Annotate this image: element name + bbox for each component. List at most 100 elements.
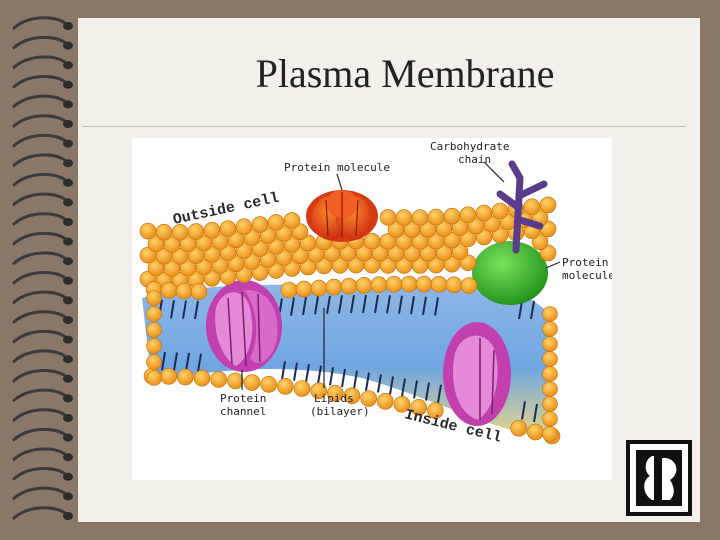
lipid-head bbox=[146, 370, 162, 386]
binding-hole bbox=[63, 492, 73, 501]
binding-ring bbox=[12, 427, 68, 442]
spiral-binding bbox=[12, 16, 73, 520]
lipid-heads bbox=[139, 196, 561, 445]
binding-ring bbox=[12, 153, 68, 167]
binding-ring bbox=[12, 447, 68, 461]
lipid-head bbox=[542, 396, 558, 412]
lipid-head bbox=[146, 306, 162, 322]
lipid-head bbox=[187, 223, 205, 240]
label-channel-line1: Protein bbox=[220, 392, 266, 405]
protein-molecule-red bbox=[306, 190, 378, 242]
lipid-head bbox=[451, 243, 469, 260]
binding-ring bbox=[12, 271, 68, 285]
protein-channel-left bbox=[206, 280, 282, 372]
lipid-head bbox=[430, 276, 448, 293]
binding-ring bbox=[12, 251, 68, 265]
binding-hole bbox=[63, 355, 73, 364]
binding-hole bbox=[63, 159, 73, 168]
lipid-head bbox=[203, 222, 221, 239]
binding-hole bbox=[63, 237, 73, 246]
lipid-head bbox=[193, 369, 211, 387]
binding-hole bbox=[63, 335, 73, 344]
lipid-head bbox=[542, 366, 558, 382]
lipid-head bbox=[210, 371, 227, 388]
lipid-head bbox=[251, 216, 269, 233]
lipid-head bbox=[235, 218, 253, 235]
binding-hole bbox=[63, 22, 73, 30]
binding-ring bbox=[12, 486, 68, 500]
binding-ring bbox=[12, 114, 68, 128]
lipid-head bbox=[343, 387, 361, 405]
lipid-head bbox=[393, 395, 411, 413]
binding-ring bbox=[12, 290, 68, 304]
binding-ring bbox=[12, 173, 68, 187]
lipid-head bbox=[542, 321, 558, 337]
lipid-head bbox=[355, 277, 373, 294]
binding-hole bbox=[63, 139, 73, 148]
lipid-head bbox=[360, 390, 377, 407]
lipid-head bbox=[411, 209, 429, 226]
binding-hole bbox=[63, 512, 73, 520]
binding-ring bbox=[12, 212, 68, 226]
lipid-head bbox=[190, 283, 208, 300]
lipid-head bbox=[539, 196, 557, 214]
lipid-head bbox=[410, 399, 427, 416]
label-protein-right-line1: Protein bbox=[562, 256, 608, 269]
lipid-head bbox=[243, 374, 261, 391]
membrane-illustration: Protein molecule Carbohydrate chain Outs… bbox=[139, 140, 615, 447]
lipid-head bbox=[139, 222, 157, 240]
label-protein-molecule-top: Protein molecule bbox=[284, 161, 390, 174]
lipid-head bbox=[277, 378, 294, 395]
lipid-head bbox=[310, 279, 328, 297]
lipid-head bbox=[385, 275, 403, 293]
binding-ring bbox=[12, 408, 68, 422]
lipid-head bbox=[523, 198, 541, 216]
lipid-head bbox=[427, 402, 444, 419]
lipid-head bbox=[542, 381, 558, 397]
lipid-head bbox=[160, 368, 177, 385]
lipid-head bbox=[377, 393, 394, 410]
lipid-head bbox=[395, 209, 413, 226]
binding-hole bbox=[63, 414, 73, 422]
label-carbohydrate-line2: chain bbox=[458, 153, 491, 166]
lipid-head bbox=[146, 290, 162, 306]
lipid-head bbox=[325, 278, 343, 296]
binding-hole bbox=[63, 433, 73, 442]
lipid-head bbox=[267, 214, 285, 231]
lipid-head bbox=[155, 223, 173, 241]
lipid-head bbox=[427, 208, 445, 226]
lipid-head bbox=[475, 204, 493, 222]
publisher-logo-icon bbox=[626, 440, 692, 516]
lipid-head bbox=[146, 322, 162, 338]
lipid-head bbox=[310, 382, 327, 400]
binding-hole bbox=[63, 41, 73, 50]
lipid-head bbox=[379, 209, 397, 226]
binding-ring bbox=[12, 192, 68, 206]
lipid-head bbox=[146, 338, 162, 354]
carbohydrate-chain bbox=[496, 160, 548, 254]
binding-ring bbox=[12, 16, 68, 30]
lipid-head bbox=[280, 281, 298, 299]
binding-ring bbox=[12, 35, 68, 50]
binding-hole bbox=[63, 198, 73, 207]
binding-hole bbox=[63, 120, 73, 128]
binding-ring bbox=[12, 55, 68, 69]
lipid-head bbox=[219, 220, 237, 237]
binding-ring bbox=[12, 506, 68, 520]
lipid-head bbox=[370, 276, 388, 293]
binding-hole bbox=[63, 394, 73, 403]
lipid-head bbox=[400, 275, 418, 293]
label-protein-right-line2: molecule bbox=[562, 269, 612, 282]
binding-hole bbox=[63, 257, 73, 266]
protein-channel-right bbox=[443, 322, 511, 426]
binding-ring bbox=[12, 94, 68, 108]
binding-ring bbox=[12, 231, 68, 246]
binding-hole bbox=[63, 178, 73, 187]
lipid-head bbox=[293, 380, 311, 397]
binding-ring bbox=[12, 349, 68, 363]
binding-hole bbox=[63, 218, 73, 226]
plasma-membrane-diagram: Protein molecule Carbohydrate chain Outs… bbox=[132, 138, 615, 480]
lipid-head bbox=[460, 277, 478, 294]
lipid-head bbox=[491, 202, 509, 220]
label-lipids-line1: Lipids bbox=[314, 392, 354, 405]
